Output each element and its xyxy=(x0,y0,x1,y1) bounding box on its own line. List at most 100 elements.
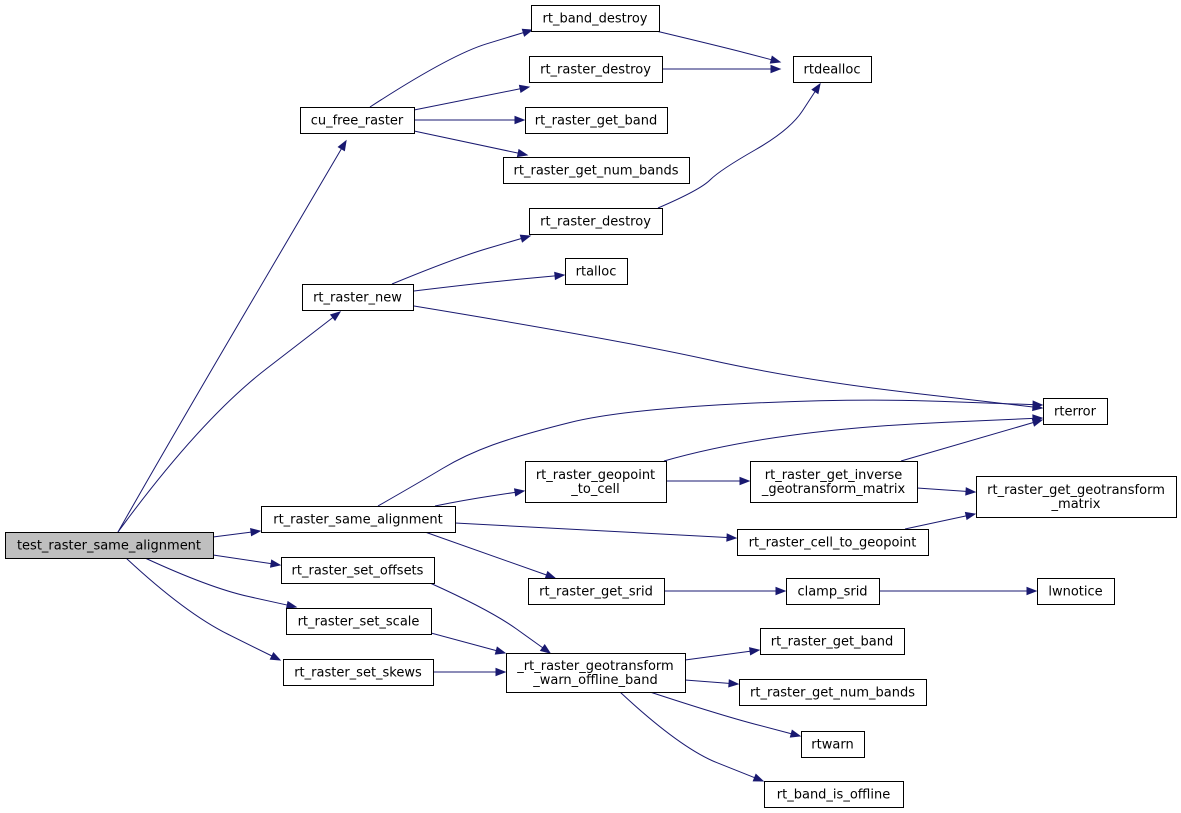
edge-rt-raster-get-inverse-geotransform-matrix-to-rterror xyxy=(900,418,1044,462)
node-rt-raster-get-band-1[interactable]: rt_raster_get_band xyxy=(525,107,668,134)
node-box xyxy=(261,506,456,533)
node-rt-raster-geopoint-to-cell[interactable]: rt_raster_geopoint_to_cell xyxy=(525,461,667,503)
node-box xyxy=(528,578,665,605)
node-rt-raster-get-inverse-geotransform-matrix[interactable]: rt_raster_get_inverse_geotransform_matri… xyxy=(750,461,918,503)
node-label: rt_raster_destroy xyxy=(540,215,651,230)
edge-rt-raster-same-alignment-to-rterror xyxy=(377,399,1044,507)
edge-rt-raster-destroy-1-to-rtdealloc xyxy=(662,64,782,74)
edge-cu-free-raster-to-rt-band-destroy xyxy=(369,28,534,108)
edge-test-raster-same-alignment-to-rt-raster-set-offsets xyxy=(212,554,282,568)
node-label: rt_raster_cell_to_geopoint xyxy=(749,536,917,551)
nodes-layer: test_raster_same_alignment cu_free_raster… xyxy=(5,5,1177,808)
node-rt-band-is-offline[interactable]: rt_band_is_offline xyxy=(764,781,904,808)
edge-rt-raster-geotransform-warn-offline-band-to-rtwarn xyxy=(649,691,802,738)
node-box xyxy=(281,557,435,584)
node-rt-raster-destroy-2[interactable]: rt_raster_destroy xyxy=(529,208,663,235)
node-rterror[interactable]: rterror xyxy=(1043,398,1108,425)
node-rtdealloc[interactable]: rtdealloc xyxy=(793,56,872,83)
node-label: rt_raster_get_num_bands xyxy=(750,686,915,701)
node-rt-raster-get-num-bands-2[interactable]: rt_raster_get_num_bands xyxy=(739,679,927,706)
node-rt-raster-set-skews[interactable]: rt_raster_set_skews xyxy=(283,659,434,686)
edge-rt-raster-set-skews-to-rt-raster-geotransform-warn-offline-band xyxy=(433,667,507,677)
node-label: _matrix xyxy=(1051,497,1101,512)
node-label: cu_free_raster xyxy=(311,114,404,129)
edge-test-raster-same-alignment-to-cu-free-raster xyxy=(117,139,347,533)
edge-cu-free-raster-to-rt-raster-get-band-1 xyxy=(414,115,526,125)
edge-cu-free-raster-to-rt-raster-get-num-bands-1 xyxy=(413,130,529,158)
node-box xyxy=(302,284,414,311)
node-label: rt_raster_geopoint xyxy=(536,468,655,483)
node-rt-raster-destroy-1[interactable]: rt_raster_destroy xyxy=(529,56,663,83)
edge-rt-raster-get-srid-to-clamp-srid xyxy=(664,586,787,596)
node-box xyxy=(525,461,667,503)
node-label: _geotransform_matrix xyxy=(761,482,906,497)
edge-rt-raster-get-inverse-geotransform-matrix-to-rt-raster-get-geotransform-matrix xyxy=(916,487,977,496)
edge-rt-raster-geotransform-warn-offline-band-to-rt-raster-get-num-bands-2 xyxy=(684,679,740,688)
node-rt-raster-get-band-2[interactable]: rt_raster_get_band xyxy=(760,628,905,655)
node-box xyxy=(737,529,929,556)
node-label: rt_band_destroy xyxy=(543,12,648,27)
edge-rt-raster-geopoint-to-cell-to-rt-raster-get-inverse-geotransform-matrix xyxy=(666,476,751,486)
node-label: rt_raster_same_alignment xyxy=(273,513,443,528)
node-box xyxy=(529,208,663,235)
node-box xyxy=(976,476,1177,518)
node-rt-raster-set-scale[interactable]: rt_raster_set_scale xyxy=(286,608,432,635)
node-rt-raster-get-num-bands-1[interactable]: rt_raster_get_num_bands xyxy=(503,157,690,184)
node-label: _warn_offline_band xyxy=(532,673,658,688)
edge-clamp-srid-to-lwnotice xyxy=(879,586,1038,596)
node-label: _to_cell xyxy=(570,482,619,497)
node-box xyxy=(283,659,434,686)
node-rtwarn[interactable]: rtwarn xyxy=(801,731,865,758)
node-box xyxy=(300,107,415,134)
node-box xyxy=(1037,578,1115,605)
node-box xyxy=(286,608,432,635)
node-rt-raster-same-alignment[interactable]: rt_raster_same_alignment xyxy=(261,506,456,533)
node-label: rtalloc xyxy=(576,265,617,280)
node-box xyxy=(750,461,918,503)
node-box xyxy=(764,781,904,808)
edge-rt-raster-destroy-2-to-rtdealloc xyxy=(657,82,821,209)
node-box xyxy=(529,56,663,83)
node-box xyxy=(525,107,668,134)
node-label: test_raster_same_alignment xyxy=(17,539,201,554)
node-box xyxy=(565,258,628,285)
node-box xyxy=(793,56,872,83)
node-label: rt_raster_set_skews xyxy=(294,666,422,681)
edge-test-raster-same-alignment-to-rt-raster-same-alignment xyxy=(212,528,262,538)
node-label: rtdealloc xyxy=(804,63,861,78)
node-box xyxy=(1043,398,1108,425)
edge-rt-raster-geotransform-warn-offline-band-to-rt-band-is-offline xyxy=(619,691,765,782)
node-rtalloc[interactable]: rtalloc xyxy=(565,258,628,285)
edge-rt-raster-cell-to-geopoint-to-rt-raster-get-geotransform-matrix xyxy=(904,511,977,530)
node-cu-free-raster[interactable]: cu_free_raster xyxy=(300,107,415,134)
node-box xyxy=(503,157,690,184)
edge-rt-raster-same-alignment-to-rt-raster-get-srid xyxy=(424,531,557,579)
edge-rt-raster-same-alignment-to-rt-raster-geopoint-to-cell xyxy=(434,488,526,507)
node-rt-band-destroy[interactable]: rt_band_destroy xyxy=(531,5,660,32)
edge-rt-raster-same-alignment-to-rt-raster-cell-to-geopoint xyxy=(454,522,738,542)
edge-cu-free-raster-to-rt-raster-destroy-1 xyxy=(413,84,531,111)
node-test-raster-same-alignment[interactable]: test_raster_same_alignment xyxy=(5,532,214,559)
node-label: rt_raster_get_num_bands xyxy=(514,164,679,179)
node-rt-raster-set-offsets[interactable]: rt_raster_set_offsets xyxy=(281,557,435,584)
node-label: lwnotice xyxy=(1048,585,1102,600)
node-box xyxy=(5,532,214,559)
node-box xyxy=(739,679,927,706)
node-rt-raster-new[interactable]: rt_raster_new xyxy=(302,284,414,311)
node-box xyxy=(506,653,686,693)
node-rt-raster-geotransform-warn-offline-band[interactable]: _rt_raster_geotransform_warn_offline_ban… xyxy=(506,653,686,693)
node-rt-raster-cell-to-geopoint[interactable]: rt_raster_cell_to_geopoint xyxy=(737,529,929,556)
node-label: rt_raster_new xyxy=(313,291,402,306)
edge-test-raster-same-alignment-to-rt-raster-set-skews xyxy=(125,557,282,661)
node-label: rt_raster_set_offsets xyxy=(292,564,424,579)
node-label: rtwarn xyxy=(811,738,853,753)
node-lwnotice[interactable]: lwnotice xyxy=(1037,578,1115,605)
node-clamp-srid[interactable]: clamp_srid xyxy=(786,578,880,605)
node-rt-raster-get-srid[interactable]: rt_raster_get_srid xyxy=(528,578,665,605)
node-label: rt_raster_set_scale xyxy=(298,615,420,630)
node-label: rt_band_is_offline xyxy=(777,788,890,803)
node-label: rt_raster_get_geotransform xyxy=(987,483,1165,498)
node-box xyxy=(760,628,905,655)
edge-rt-raster-geotransform-warn-offline-band-to-rt-raster-get-band-2 xyxy=(684,647,761,661)
node-rt-raster-get-geotransform-matrix[interactable]: rt_raster_get_geotransform_matrix xyxy=(976,476,1177,518)
